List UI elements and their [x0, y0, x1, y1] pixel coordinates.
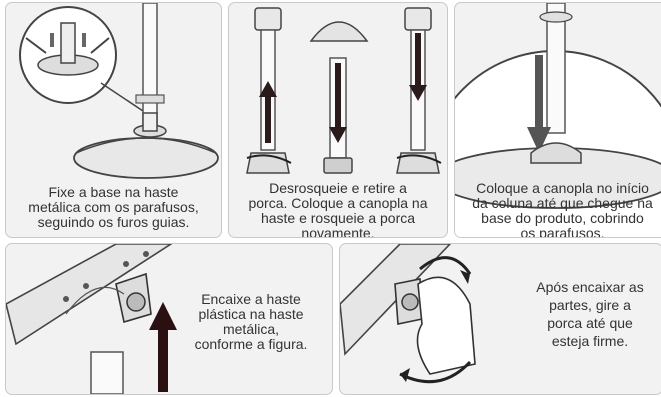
- nut-canopy-illustration: [246, 7, 442, 174]
- step-4-caption: Encaixe a haste plástica na haste metáli…: [194, 291, 308, 352]
- step-3-panel: Coloque a canopla no início da coluna at…: [454, 2, 661, 238]
- step-5-caption: Após encaixar as partes, gire a porca at…: [536, 279, 644, 349]
- step-1-panel: Fixe a base na haste metálica com os par…: [5, 2, 222, 238]
- step-2-caption: Desrosqueie e retire a porca. Coloque a …: [248, 180, 428, 238]
- step-4-panel: Encaixe a haste plástica na haste metáli…: [5, 243, 333, 395]
- step-1-caption: Fixe a base na haste metálica com os par…: [28, 184, 199, 230]
- tighten-nut-illustration: [340, 244, 476, 384]
- step-3-caption: Coloque a canopla no início da coluna at…: [472, 180, 653, 238]
- canopy-position-illustration: [455, 3, 661, 237]
- step-5-panel: Após encaixar as partes, gire a porca at…: [339, 243, 661, 395]
- base-assembly-illustration: [19, 3, 219, 179]
- plastic-rod-illustration: [6, 244, 177, 394]
- step-2-panel: Desrosqueie e retire a porca. Coloque a …: [228, 2, 448, 238]
